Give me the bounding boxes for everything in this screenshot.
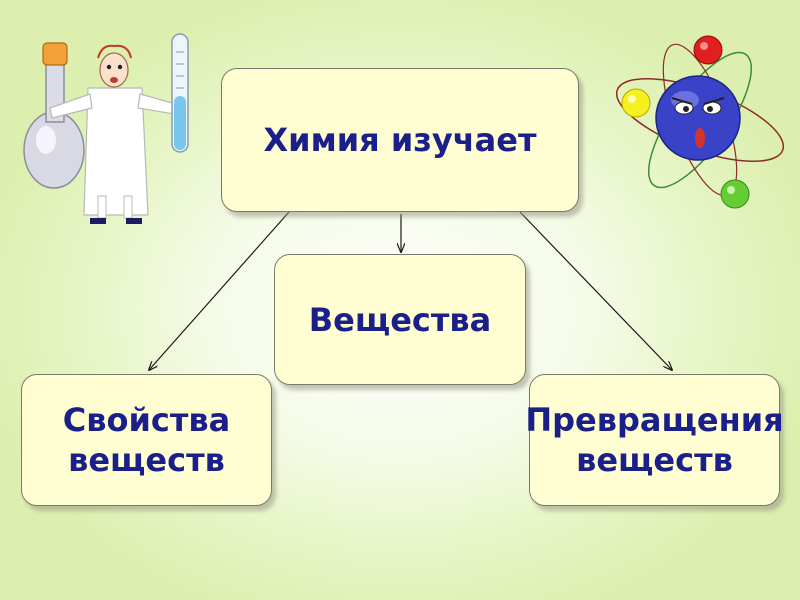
chemistry-studies-label: Химия изучает <box>263 121 537 159</box>
arrow-to-transformations <box>519 211 672 370</box>
transformations-label-line1: Превращения <box>525 401 784 439</box>
chemistry-studies-box: Химия изучает <box>221 68 579 212</box>
properties-of-substances-box: Свойства веществ <box>21 374 272 506</box>
properties-label-line2: веществ <box>68 441 225 479</box>
substances-label: Вещества <box>308 300 492 339</box>
arrow-to-properties <box>149 211 290 370</box>
transformations-label-line2: веществ <box>576 441 733 479</box>
transformations-of-substances-box: Превращения веществ <box>525 374 784 506</box>
properties-label-line1: Свойства <box>62 401 231 439</box>
substances-box: Вещества <box>274 254 526 385</box>
